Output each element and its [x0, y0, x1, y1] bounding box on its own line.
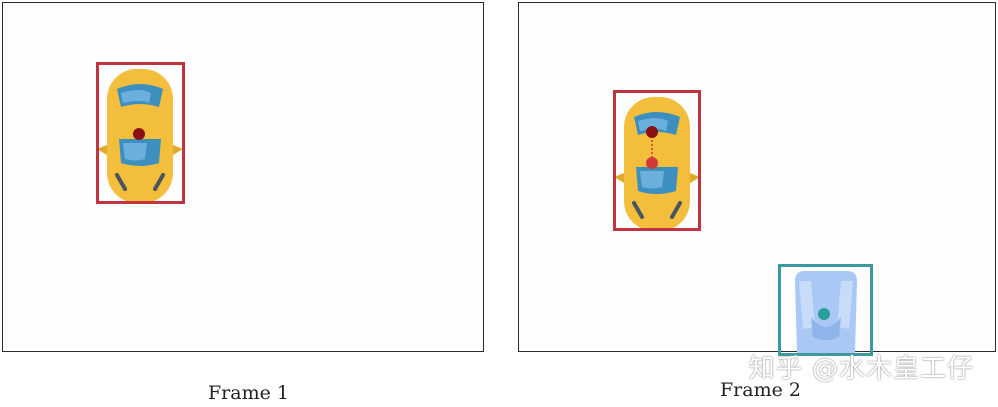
motion-vector — [646, 126, 830, 320]
frame-1-caption: Frame 1 — [208, 382, 289, 404]
pedestrian-bounding-box — [778, 264, 873, 356]
car-bounding-box — [613, 90, 701, 231]
frame-1-panel: Frame 1 — [2, 2, 484, 404]
frame-2-panel — [518, 2, 996, 356]
frame-2-caption: Frame 2 — [720, 379, 801, 401]
car-bounding-box — [96, 62, 185, 204]
car-center-point — [133, 128, 145, 140]
watermark: 知乎 @水木皇工仔 — [748, 354, 974, 384]
